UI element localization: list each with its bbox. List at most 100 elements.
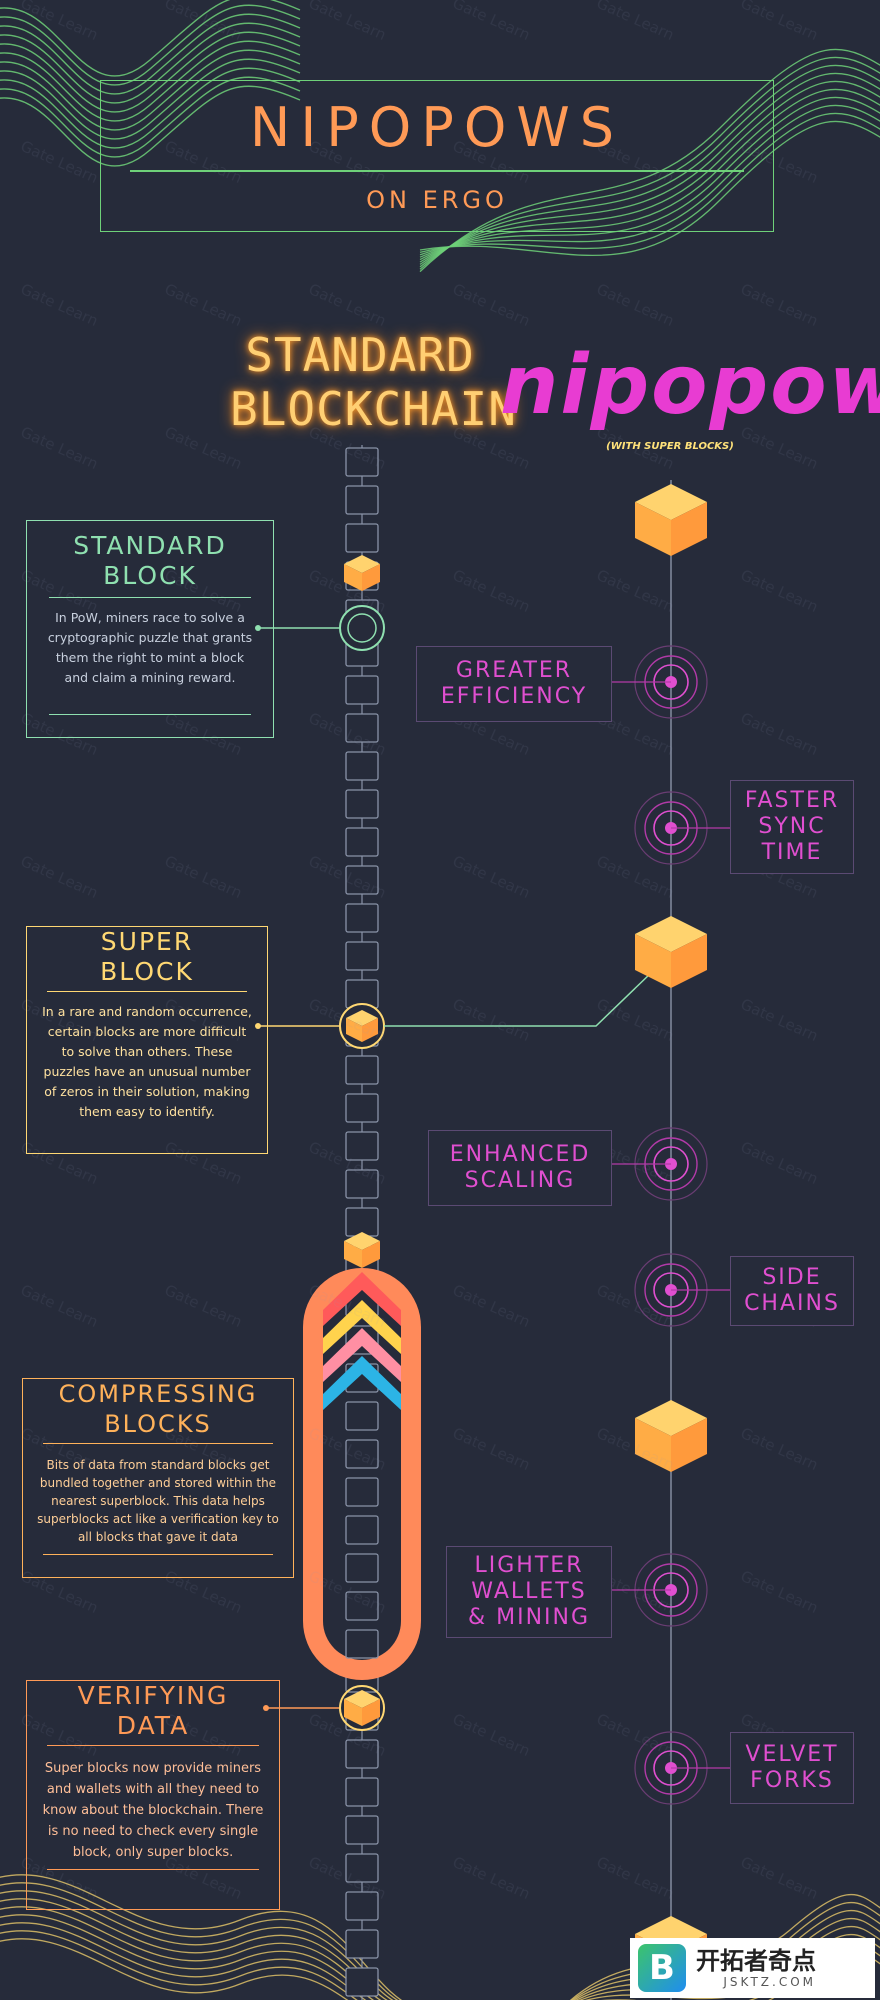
card-divider [49, 597, 251, 598]
nipopow-superblock-cube [635, 484, 707, 556]
chain-block [345, 485, 379, 515]
connector-dot [255, 625, 261, 631]
nipopow-heading: nipopow [500, 338, 880, 433]
card-text: Bits of data from standard blocks get bu… [37, 1458, 279, 1544]
card-text: In PoW, miners race to solve a cryptogra… [47, 610, 253, 685]
card-divider [43, 1554, 273, 1555]
wave-line [0, 1930, 358, 2000]
target-side-chains [634, 1253, 730, 1327]
wave-line [0, 4, 301, 86]
card-title-line2: DATA [116, 1711, 190, 1740]
wave-line [419, 80, 880, 263]
cube-right [362, 1018, 378, 1042]
target-lighter-wallets [612, 1553, 708, 1627]
chain-block [345, 1591, 379, 1621]
chain-block [345, 1967, 379, 1997]
diagram-shapes [255, 484, 730, 1988]
connector-dot [255, 1023, 261, 1029]
benefit-label-line2: SYNC [758, 814, 826, 839]
benefit-faster-sync-time: FASTER SYNC TIME [730, 780, 854, 874]
card-divider [49, 714, 251, 715]
logo-url: JSKTZ.COM [723, 1975, 816, 1989]
compression-chevron [323, 1328, 401, 1382]
chain-block [345, 713, 379, 743]
chain-block [345, 447, 379, 477]
chain-block [345, 1815, 379, 1845]
chain-block [345, 1055, 379, 1085]
chain-block [345, 1629, 379, 1659]
chain-block [345, 1439, 379, 1469]
benefit-label-line2: SCALING [464, 1168, 576, 1193]
card-divider [47, 991, 247, 992]
card-title: VERIFYING DATA [27, 1681, 279, 1741]
page-title: NIPOPOWS [249, 96, 625, 159]
cube-left [344, 1699, 362, 1726]
chain-block [345, 1131, 379, 1161]
wave-line [419, 112, 880, 254]
wave-line [419, 56, 880, 270]
standard-heading-line2: BLOCKCHAIN [230, 382, 517, 436]
cube-right [362, 1699, 380, 1726]
cube-left [635, 934, 671, 988]
benefit-label-line2: FORKS [750, 1768, 834, 1793]
logo-name: 开拓者奇点 [696, 1947, 816, 1975]
card-title-line2: BLOCKS [104, 1410, 212, 1438]
super-block-link [384, 971, 653, 1027]
benefit-label-line2: CHAINS [744, 1291, 840, 1316]
benefit-label-line1: GREATER [455, 658, 573, 683]
standard-chain [345, 445, 379, 2000]
card-standard-block: STANDARD BLOCK In PoW, miners race to so… [26, 520, 274, 738]
wave-line [0, 1938, 349, 2000]
site-logo[interactable]: B 开拓者奇点 JSKTZ.COM [630, 1938, 875, 1998]
chain-block [345, 751, 379, 781]
chain-block [345, 1093, 379, 1123]
wave-line [0, 31, 301, 113]
super-block-cube [346, 1010, 378, 1042]
cube-right [362, 1241, 380, 1268]
chain-block [345, 1929, 379, 1959]
benefit-side-chains: SIDE CHAINS [730, 1256, 854, 1326]
benefit-label-line2: EFFICIENCY [440, 684, 588, 709]
card-title: STANDARD BLOCK [27, 531, 273, 591]
card-title-line1: SUPER [100, 927, 194, 956]
card-title-line1: STANDARD [73, 531, 227, 560]
wave-line [0, 22, 301, 104]
standard-block-ring [339, 605, 385, 651]
verifying-ring [339, 1685, 385, 1731]
benefit-label-line1: VELVET [745, 1742, 839, 1767]
benefit-label-line1: SIDE [762, 1265, 822, 1290]
logo-badge-icon: B [638, 1944, 686, 1992]
wave-line [419, 104, 880, 256]
chain-block [345, 1777, 379, 1807]
card-text: In a rare and random occurrence, certain… [42, 1004, 252, 1119]
chain-block [345, 1325, 379, 1355]
chain-block [345, 1401, 379, 1431]
chain-block [345, 1853, 379, 1883]
wave-line [0, 85, 301, 167]
target-velvet-forks [634, 1731, 730, 1805]
cube-left [344, 564, 362, 591]
chain-block [345, 827, 379, 857]
wave-line [0, 1914, 375, 2000]
connector-dot [263, 1705, 269, 1711]
cube-left [344, 1241, 362, 1268]
wave-line [419, 64, 880, 268]
logo-text: 开拓者奇点 JSKTZ.COM [696, 1947, 816, 1989]
target-greater-efficiency [612, 645, 708, 719]
chain-block [345, 789, 379, 819]
verifying-block-cube [344, 1690, 380, 1726]
wave-line [0, 49, 301, 131]
chain-block [345, 1477, 379, 1507]
nipopow-subheading: (WITH SUPER BLOCKS) [606, 441, 734, 452]
chain-block [345, 1739, 379, 1769]
benefit-label-line1: ENHANCED [449, 1142, 591, 1167]
wave-line [0, 0, 301, 77]
benefit-label-line1: FASTER [744, 788, 840, 813]
benefit-label-line3: TIME [761, 840, 823, 865]
cube-left [635, 1418, 671, 1472]
wave-line [419, 96, 880, 258]
card-compressing-blocks: COMPRESSING BLOCKS Bits of data from sta… [22, 1378, 294, 1578]
target-enhanced-scaling [612, 1127, 708, 1201]
